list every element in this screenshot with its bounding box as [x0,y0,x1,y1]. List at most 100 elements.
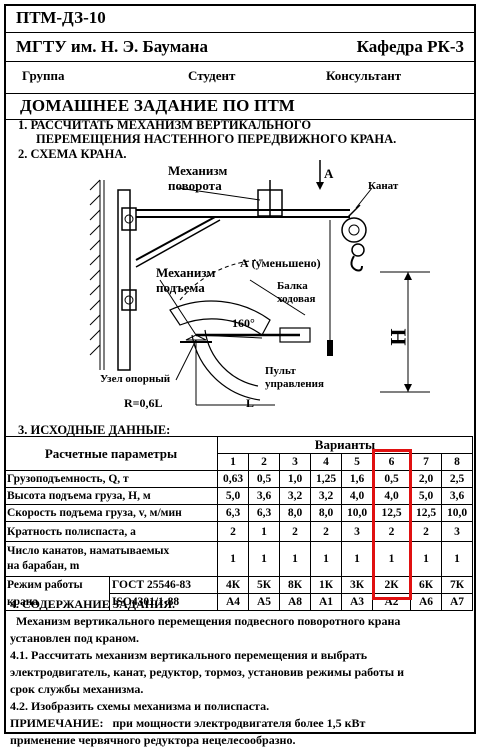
table-row: Высота подъема груза, Н, м 5,0 3,6 3,2 3… [4,487,473,505]
table-cell: 8,0 [310,504,342,522]
table-cell: А3 [341,593,373,611]
university-row: МГТУ им. Н. Э. Баумана Кафедра РК-3 [6,33,474,62]
rope-label: Канат [368,180,399,192]
content-paragraph-1a: Механизм вертикального перемещения подве… [16,614,401,628]
signature-row: Группа Студент Консультант [6,62,474,94]
variant-number-row: 1 2 3 4 5 6 7 8 [5,453,473,471]
variant-number: 3 [279,453,311,471]
table-row: крана ISO4301/1-88 А4 А5 А8 А1 А3 А2 А6 … [4,593,473,611]
content-paragraph-2c: срок службы механизма. [10,682,144,696]
page-title: ДОМАШНЕЕ ЗАДАНИЕ ПО ПТМ [20,96,295,115]
table-cell: 8К [279,576,311,594]
mode-label-1: Режим работы [4,576,110,594]
table-cell: 1,6 [341,470,373,488]
reduced-view-label: А (уменьшено) [240,256,321,270]
table-cell: 12,5 [410,504,442,522]
table-cell: 1К [310,576,342,594]
gost-label: ГОСТ 25546-83 [109,576,218,594]
crane-diagram [89,160,430,406]
table-cell: 3,6 [441,487,473,505]
table-cell: 1 [279,541,311,577]
table-cell: 10,0 [441,504,473,522]
table-cell: 3,6 [248,487,280,505]
student-label: Студент [188,68,236,83]
mech-lift-label-1: Механизм [156,265,216,280]
pendant-label-1: Пульт [265,365,296,377]
angle-label: 160° [232,316,255,330]
table-cell: 1 [341,541,373,577]
row-label: Скорость подъема груза, v, м/мин [4,504,218,522]
row-label: Грузоподъемность, Q, т [4,470,218,488]
table-cell: 3,2 [279,487,311,505]
table-cell: 2 [217,521,249,542]
document-frame: ПТМ-ДЗ-10 МГТУ им. Н. Э. Баумана Кафедра… [4,4,476,734]
parameters-table: Расчетные параметры Варианты 1 2 3 4 5 6… [4,436,473,611]
row-label: Число канатов, наматываемых на барабан, … [4,541,218,577]
content-paragraph-2a: 4.1. Рассчитать механизм вертикального п… [10,648,368,662]
radius-label: R=0,6L [124,396,163,410]
variant-6-highlight [372,449,412,600]
table-row: Кратность полиспаста, а 2 1 2 2 3 2 2 3 [4,521,473,542]
table-cell: 4К [217,576,249,594]
table-cell: 2К [372,576,411,594]
table-cell: А1 [310,593,342,611]
variant-number: 2 [248,453,280,471]
table-cell: 2 [410,521,442,542]
table-cell: 7К [441,576,473,594]
table-cell: 6К [410,576,442,594]
table-cell: 3 [341,521,373,542]
table-cell: 4,0 [341,487,373,505]
mech-lift-label-2: подъема [156,280,205,295]
table-cell: 1,25 [310,470,342,488]
group-label: Группа [22,68,65,83]
pendant-label-2: управления [265,378,324,390]
table-cell: 5,0 [217,487,249,505]
table-cell: 3 [441,521,473,542]
task-item-1-line-2: ПЕРЕМЕЩЕНИЯ НАСТЕННОГО ПЕРЕДВИЖНОГО КРАН… [36,132,397,146]
table-cell: 10,0 [341,504,373,522]
content-paragraph-3: 4.2. Изобразить схемы механизма и полисп… [10,699,270,713]
length-label: L [246,396,255,410]
label-a-top: А [324,166,334,181]
title-row: ДОМАШНЕЕ ЗАДАНИЕ ПО ПТМ [6,94,474,120]
consultant-label: Консультант [326,68,402,83]
task-item-1-line-1: 1. РАССЧИТАТЬ МЕХАНИЗМ ВЕРТИКАЛЬНОГО [18,118,312,132]
table-header-row: Расчетные параметры Варианты [4,436,473,471]
table-cell: 2,0 [410,470,442,488]
variant-number: 4 [310,453,342,471]
content-paragraph-1b: установлен под краном. [10,631,139,645]
row-label-line-1: Число канатов, наматываемых [7,545,170,557]
table-cell: А5 [248,593,280,611]
table-cell: 6,3 [248,504,280,522]
table-row: Грузоподъемность, Q, т 0,63 0,5 1,0 1,25… [4,470,473,488]
content-paragraph-2b: электродвигатель, канат, редуктор, тормо… [10,665,405,679]
table-cell: 1 [310,541,342,577]
row-label-line-2: на барабан, m [7,560,80,572]
table-cell: 1 [217,541,249,577]
table-row: Число канатов, наматываемых на барабан, … [4,541,473,577]
variant-number: 7 [410,453,442,471]
variant-number: 5 [341,453,373,471]
note-text-a: при мощности электродвигателя более 1,5 … [112,716,366,730]
table-cell: 1 [441,541,473,577]
table-cell: 3К [341,576,373,594]
document-code: ПТМ-ДЗ-10 [16,8,106,27]
table-cell: 6,3 [217,504,249,522]
table-cell: 2 [279,521,311,542]
university-name: МГТУ им. Н. Э. Баумана [16,37,208,56]
department-name: Кафедра РК-3 [356,37,464,56]
table-cell: 1 [248,521,280,542]
content-heading: 4. СОДЕРЖАНИЕ ЗАДАНИЯ. [10,597,176,611]
task-content: 4. СОДЕРЖАНИЕ ЗАДАНИЯ. Механизм вертикал… [10,596,470,749]
table-cell: А6 [410,593,442,611]
note-label: ПРИМЕЧАНИЕ: [10,716,104,730]
variants-header: Варианты [217,436,473,454]
table-cell: А7 [441,593,473,611]
table-cell: 1 [410,541,442,577]
table-cell: 1 [372,541,411,577]
table-cell: 2,5 [441,470,473,488]
row-label: Кратность полиспаста, а [4,521,218,542]
table-cell: 1,0 [279,470,311,488]
table-cell: 3,2 [310,487,342,505]
note-line: ПРИМЕЧАНИЕ: при мощности электродвигател… [10,715,470,732]
